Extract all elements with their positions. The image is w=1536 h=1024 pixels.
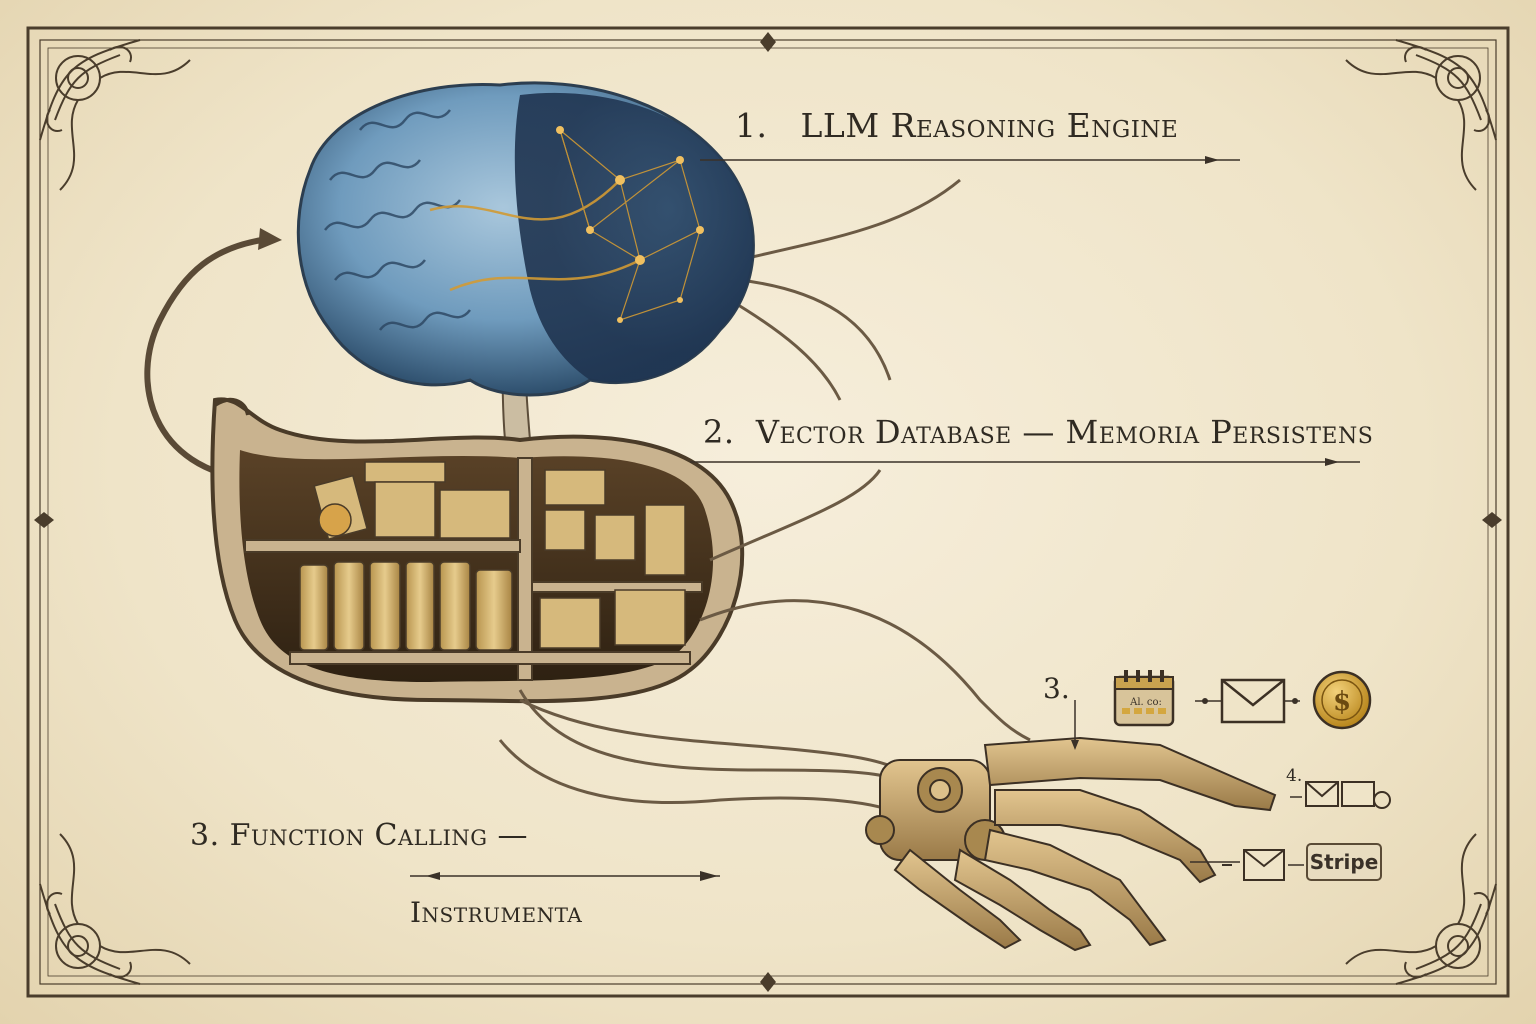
tool-step-4: 4. xyxy=(1286,766,1303,786)
memory-vessel xyxy=(210,397,745,704)
corner-ornament-bottom-right xyxy=(1345,833,1497,985)
envelope-icon-stripe-row xyxy=(1243,849,1285,881)
feedback-loop-arrow xyxy=(144,237,263,483)
feedback-arrowhead xyxy=(258,228,282,250)
calendar-icon-text: Al. co: xyxy=(1130,697,1162,708)
label-3-text: Function Calling — xyxy=(229,818,529,853)
leader-arrowheads xyxy=(426,156,1339,881)
label-llm-reasoning-engine: 1. LLM Reasoning Engine xyxy=(735,106,1178,145)
brain-illustration xyxy=(296,81,755,397)
robotic-hand xyxy=(865,736,1277,952)
corner-ornament-top-right xyxy=(1345,39,1497,191)
memory-books xyxy=(299,561,513,651)
side-ornaments xyxy=(34,32,1502,992)
brain-roots xyxy=(729,178,961,401)
stripe-logo: Stripe xyxy=(1306,843,1382,881)
label-vector-database: 2. Vector Database — Memoria Persistens xyxy=(703,413,1373,451)
tendrils-to-hand xyxy=(498,469,1031,812)
label-1-number: 1. xyxy=(735,106,768,145)
label-3-number: 3. xyxy=(190,818,220,853)
leader-lines xyxy=(410,159,1360,877)
calendar-icon xyxy=(1113,670,1175,727)
envelope-icon xyxy=(1220,678,1286,724)
label-instrumenta: Instrumenta xyxy=(410,896,583,929)
corner-ornament-bottom-left xyxy=(39,833,191,985)
corner-ornament-top-left xyxy=(39,39,191,191)
label-2-number: 2. xyxy=(703,413,735,451)
envelope-icon-small xyxy=(1305,781,1391,809)
svg-text:$: $ xyxy=(1333,687,1351,717)
tool-step-3: 3. xyxy=(1043,672,1070,705)
label-2-text: Vector Database — Memoria Persistens xyxy=(755,413,1374,451)
label-function-calling: 3. Function Calling — xyxy=(190,818,528,853)
coin-icon: $ xyxy=(1312,670,1372,730)
label-1-text: LLM Reasoning Engine xyxy=(800,106,1179,145)
